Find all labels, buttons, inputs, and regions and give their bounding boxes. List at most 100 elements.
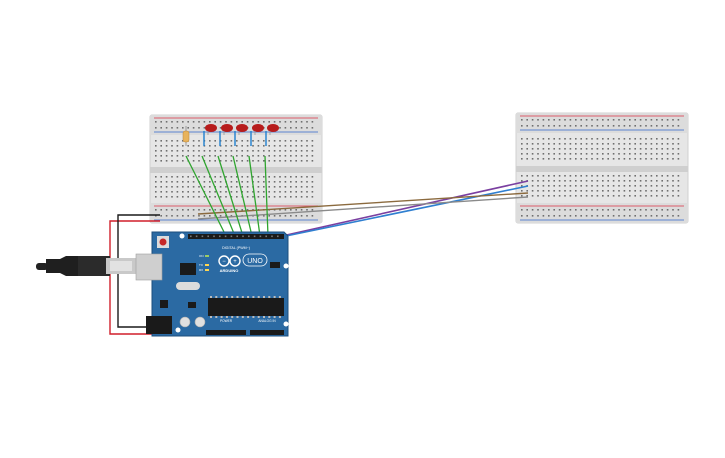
led-5[interactable] <box>265 124 279 146</box>
breadboard-hole <box>284 191 287 193</box>
led-3[interactable] <box>234 124 248 146</box>
arduino-uno-board[interactable]: DIGITAL (PWM~) − + ARDUINO UNO ON TX RX <box>135 231 289 337</box>
breadboard-hole <box>537 190 539 192</box>
breadboard-hole <box>236 186 238 188</box>
wire-brown[interactable] <box>197 192 529 215</box>
breadboard-hole <box>677 158 680 160</box>
breadboard-hole <box>596 195 599 197</box>
breadboard-hole <box>666 215 669 217</box>
breadboard-hole <box>192 186 195 188</box>
breadboard-hole <box>290 155 292 157</box>
resistor[interactable] <box>182 126 190 146</box>
breadboard-hole <box>160 160 162 162</box>
breadboard-hole <box>612 158 615 160</box>
chip-pin <box>278 296 281 298</box>
breadboard-hole <box>187 176 189 178</box>
breadboard-hole <box>171 150 173 152</box>
breadboard-hole <box>591 185 593 187</box>
breadboard-hole <box>246 176 249 178</box>
wire-green-3[interactable] <box>217 155 244 237</box>
breadboard-hole <box>165 176 168 178</box>
wire-gray[interactable] <box>197 196 529 220</box>
breadboard-hole <box>585 119 588 121</box>
green-wires[interactable] <box>185 155 269 237</box>
breadboard-hole <box>306 186 308 188</box>
breadboard-hole <box>553 148 555 150</box>
led-1[interactable] <box>203 124 217 146</box>
breadboard-hole <box>656 190 658 192</box>
wire-purple[interactable] <box>281 180 529 237</box>
breadboard-hole <box>575 209 577 211</box>
breadboard-hole <box>569 209 572 211</box>
breadboard-hole <box>295 186 297 188</box>
breadboard-hole <box>564 209 566 211</box>
breadboard-hole <box>263 191 265 193</box>
breadboard-hole <box>656 195 658 197</box>
wire-green-5[interactable] <box>248 155 261 237</box>
wire-green-4[interactable] <box>232 155 253 237</box>
breadboard-hole <box>160 140 162 142</box>
wire-green-2[interactable] <box>201 155 236 237</box>
led-4[interactable] <box>250 124 264 146</box>
breadboard-hole <box>165 196 168 198</box>
brand-label: ARDUINO <box>220 268 239 273</box>
power-header[interactable] <box>206 330 246 335</box>
breadboard-hole <box>311 160 314 162</box>
breadboard-hole <box>155 191 157 193</box>
breadboard-hole <box>300 215 303 217</box>
breadboard-hole <box>155 150 157 152</box>
breadboard-hole <box>602 125 604 127</box>
power-jack[interactable] <box>146 316 172 334</box>
header-pin <box>213 235 215 238</box>
breadboard-hole <box>650 148 653 150</box>
breadboard-hole <box>263 186 265 188</box>
breadboard-hole <box>591 175 593 177</box>
led-2[interactable] <box>219 124 233 146</box>
wire-blue[interactable] <box>285 185 529 237</box>
chip-pin <box>273 296 276 298</box>
long-wires[interactable] <box>197 180 529 237</box>
breadboard-hole <box>602 180 604 182</box>
breadboard-hole <box>575 158 577 160</box>
breadboard-hole <box>284 160 287 162</box>
breadboard-hole <box>155 196 157 198</box>
breadboard-hole <box>198 150 200 152</box>
header-pin <box>259 235 262 238</box>
breadboard-hole <box>580 138 582 140</box>
chip-pin <box>247 316 250 318</box>
breadboard-hole <box>650 175 653 177</box>
digital-header[interactable] <box>188 234 284 239</box>
breadboard-hole <box>650 125 653 127</box>
breadboard-hole <box>542 185 545 187</box>
breadboard-hole <box>575 148 577 150</box>
wire-green-1[interactable] <box>185 155 227 237</box>
breadboard-hole <box>623 190 626 192</box>
breadboard-hole <box>569 148 572 150</box>
breadboard-hole <box>241 140 243 142</box>
breadboard-hole <box>284 155 287 157</box>
breadboard-hole <box>236 181 238 183</box>
breadboard-hole <box>639 180 642 182</box>
usb-cable[interactable] <box>36 256 136 276</box>
breadboard-hole <box>526 138 528 140</box>
breadboard-hole <box>672 175 674 177</box>
breadboard-hole <box>639 143 642 145</box>
chip-pin <box>263 316 265 318</box>
breadboard-hole <box>176 215 179 217</box>
chip-pin <box>252 296 255 298</box>
chip-pin <box>215 316 218 318</box>
analog-header[interactable] <box>250 330 284 335</box>
breadboard-hole <box>203 150 206 152</box>
breadboard-hole <box>580 148 582 150</box>
breadboard-hole <box>198 155 200 157</box>
breadboard-hole <box>219 176 222 178</box>
breadboard-hole <box>176 127 179 129</box>
wire-green-6[interactable] <box>264 155 269 237</box>
breadboard-hole <box>273 121 276 123</box>
breadboard-hole <box>236 196 238 198</box>
breadboard-right[interactable] <box>515 112 689 224</box>
breadboard-hole <box>241 209 243 211</box>
header-pin <box>230 235 233 238</box>
led-row[interactable] <box>203 124 279 146</box>
